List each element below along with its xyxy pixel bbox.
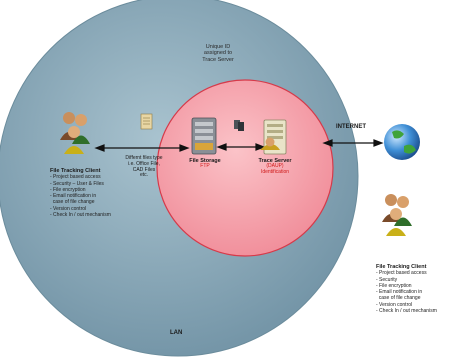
trace-server-label: Trace Server (DAUP) Identification bbox=[253, 158, 297, 176]
list-item: - Project based access bbox=[376, 270, 427, 277]
list-item: - Version control bbox=[50, 205, 87, 212]
file-types-line: CAD Files bbox=[132, 166, 156, 173]
unique-id-line: Unique ID bbox=[205, 44, 231, 50]
file-types-line: Differnt files type bbox=[125, 155, 163, 161]
trace-server-subtitle: (DAUP) bbox=[266, 163, 284, 170]
file-storage-subtitle: FTP bbox=[200, 163, 210, 170]
list-item: - File encryption bbox=[376, 282, 412, 289]
file-storage-label: File Storage FTP bbox=[184, 158, 226, 170]
right-client-panel: File Tracking Client - Project based acc… bbox=[376, 264, 464, 314]
internet-arrow bbox=[322, 139, 384, 147]
list-item: - Email notification in bbox=[376, 289, 423, 296]
file-types-line: i.e. Office File, bbox=[128, 160, 160, 167]
lan-label: LAN bbox=[170, 330, 183, 336]
trace-server-title: Trace Server bbox=[258, 158, 292, 164]
left-client-features: - Project based access - Security – User… bbox=[50, 174, 140, 218]
file-storage-title: File Storage bbox=[189, 158, 221, 164]
left-client-panel: File Tracking Client - Project based acc… bbox=[50, 168, 140, 218]
globe-icon bbox=[384, 124, 420, 160]
client-storage-arrow bbox=[94, 144, 190, 152]
unique-id-note: Unique ID assigned to Trace Server bbox=[193, 44, 243, 63]
list-item: - Email notification in bbox=[50, 193, 97, 200]
trace-server-icon bbox=[260, 119, 287, 155]
users-group-icon bbox=[60, 112, 90, 154]
list-item: - Project based access bbox=[50, 174, 101, 181]
list-item: case of file change bbox=[50, 199, 95, 206]
unique-id-line: assigned to bbox=[203, 50, 233, 57]
list-item: - Version control bbox=[376, 301, 413, 308]
files-icon bbox=[234, 120, 244, 131]
internet-label: INTERNET bbox=[336, 124, 366, 130]
storage-trace-arrow bbox=[216, 143, 266, 151]
right-client-title: File Tracking Client bbox=[376, 264, 427, 270]
trace-server-subtitle2: Identification bbox=[260, 169, 290, 176]
document-icon bbox=[140, 113, 153, 130]
users-group-icon bbox=[382, 194, 412, 236]
list-item: - File encryption bbox=[50, 186, 86, 193]
list-item: - Check In / out mechanism bbox=[376, 307, 437, 314]
right-client-features: - Project based access - Security - File… bbox=[376, 270, 464, 314]
file-server-icon bbox=[191, 117, 217, 155]
list-item: - Security bbox=[376, 276, 398, 283]
file-types-note: Differnt files type i.e. Office File, CA… bbox=[120, 155, 168, 179]
unique-id-line: Trace Server bbox=[202, 56, 234, 63]
list-item: - Check In / out mechanism bbox=[50, 211, 111, 218]
left-client-title: File Tracking Client bbox=[50, 168, 101, 174]
list-item: case of file change bbox=[376, 295, 421, 302]
list-item: - Security – User & Files bbox=[50, 180, 104, 187]
file-types-line: etc. bbox=[139, 172, 149, 179]
